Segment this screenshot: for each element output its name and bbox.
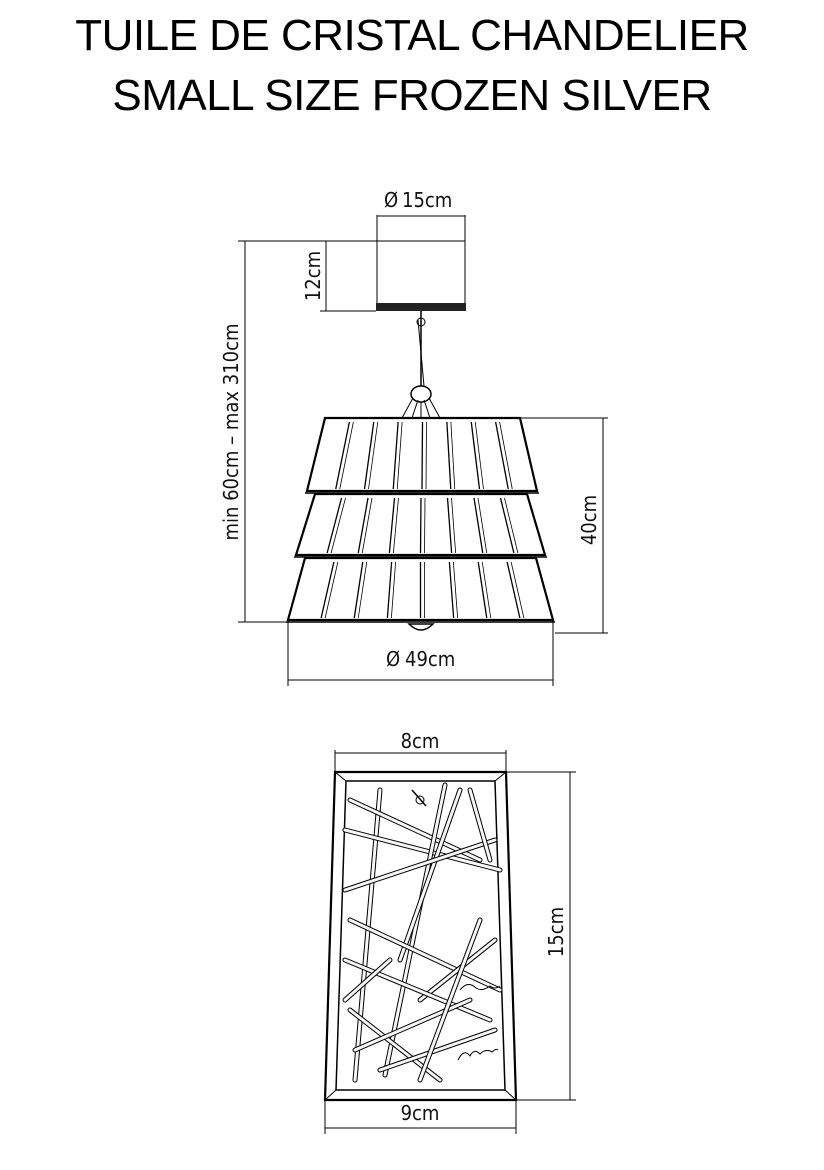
canopy-height-label: 12cm (301, 251, 325, 301)
canopy-diameter-symbol: Ø (384, 188, 398, 212)
dimension-overall-height: min 60cm – max 310cm (219, 240, 377, 623)
brand-signature (459, 984, 501, 991)
tile-top-width-label: 8cm (401, 729, 440, 753)
cable-connector (410, 385, 432, 403)
shade-diameter-symbol: Ø (386, 647, 400, 671)
support-arms (401, 397, 441, 419)
overall-height-label: min 60cm – max 310cm (219, 323, 243, 540)
shade-height-label: 40cm (577, 495, 601, 545)
tile-hanging-hook (411, 789, 427, 807)
chandelier-drawing (286, 240, 555, 631)
dimension-tile-bottom-width: 9cm (324, 1100, 517, 1134)
canopy-plate (376, 303, 466, 311)
dimension-tile-height: 15cm (506, 771, 576, 1101)
page-title-line-1: TUILE DE CRISTAL CHANDELIER (75, 11, 749, 60)
dimension-shade-height: 40cm (520, 417, 608, 634)
dimension-canopy-height: 12cm (301, 240, 377, 312)
shade-tier-top (305, 416, 539, 494)
tile-bottom-width-label: 9cm (401, 1101, 440, 1125)
dimension-shade-diameter: Ø 49cm (287, 620, 554, 686)
dimension-canopy-diameter: Ø 15cm (376, 188, 466, 241)
shade-tier-bottom (286, 556, 555, 623)
page-title-line-2: SMALL SIZE FROZEN SILVER (112, 71, 712, 120)
canopy-diameter-label: 15cm (402, 188, 452, 212)
dimension-tile-top-width: 8cm (334, 729, 507, 772)
canopy-body (376, 240, 466, 306)
bottom-finial (407, 623, 435, 631)
designer-signature (457, 1048, 499, 1061)
tile-height-label: 15cm (544, 907, 568, 957)
shade-diameter-label: 49cm (405, 647, 455, 671)
crystal-tile-drawing (323, 770, 518, 1102)
crystal-sticks-pattern (342, 782, 503, 1083)
shade-tier-middle (294, 492, 547, 558)
